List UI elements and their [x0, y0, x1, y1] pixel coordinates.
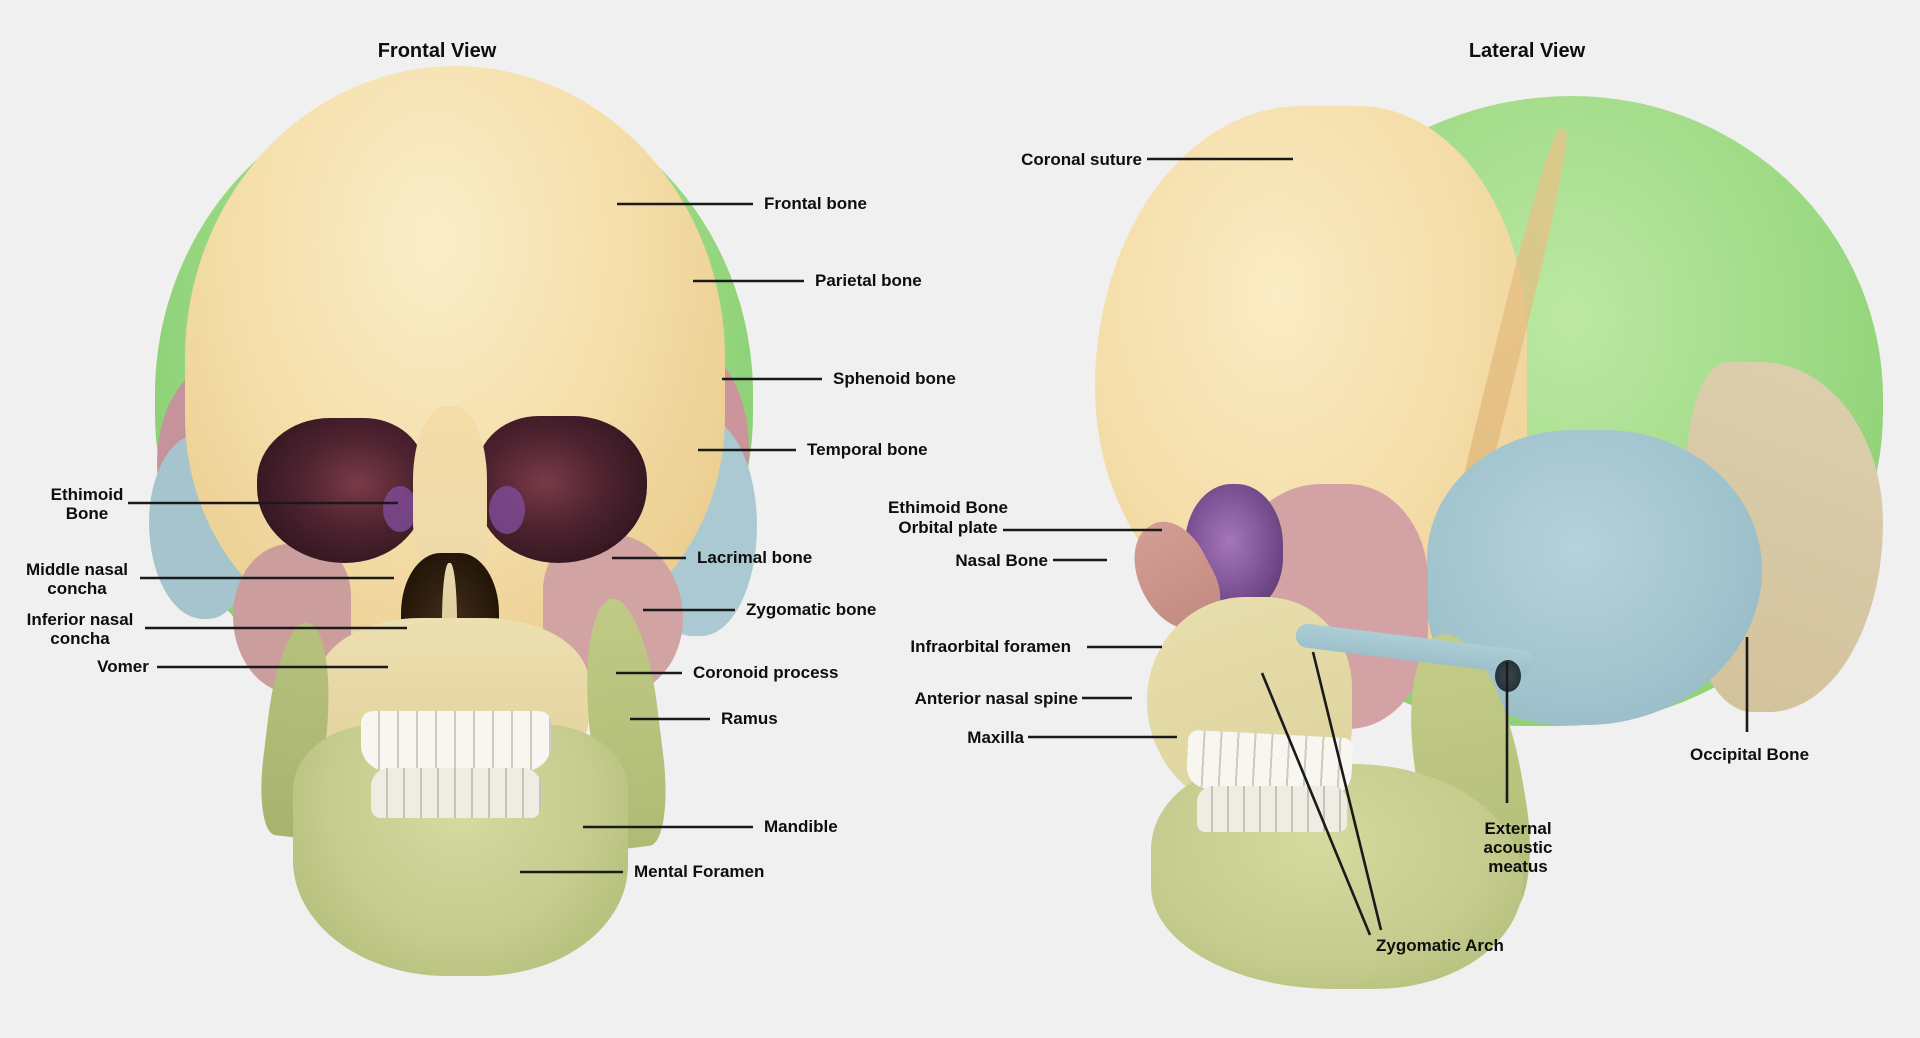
frontal-view-nasal-bridge — [413, 406, 487, 571]
label-ethimoid-bone: Ethimoid Bone — [50, 485, 124, 523]
label-ethimoid-bone-orbital-plate: Ethimoid Bone Orbital plate — [888, 498, 1008, 537]
label-anterior-nasal-spine: Anterior nasal spine — [914, 689, 1078, 708]
frontal-view-lower-teeth — [371, 768, 541, 818]
label-mental-foramen: Mental Foramen — [634, 862, 765, 881]
label-zygomatic-arch: Zygomatic Arch — [1376, 936, 1504, 955]
label-maxilla: Maxilla — [967, 728, 1024, 747]
frontal-view-ethmoid-purple-right — [489, 486, 525, 534]
label-inferior-nasal-concha: Inferior nasal concha — [26, 610, 134, 648]
label-occipital-bone: Occipital Bone — [1690, 745, 1810, 764]
label-parietal-bone: Parietal bone — [815, 271, 922, 290]
label-nasal-bone: Nasal Bone — [955, 551, 1048, 570]
label-zygomatic-bone: Zygomatic bone — [746, 600, 877, 619]
lateral-skull-illustration — [1095, 92, 1885, 989]
frontal-view-ethmoid-purple-left — [383, 486, 417, 532]
frontal-view-title: Frontal View — [377, 40, 497, 62]
label-frontal-bone: Frontal bone — [764, 194, 867, 213]
label-temporal-bone: Temporal bone — [807, 440, 928, 459]
lateral-view-title: Lateral View — [1468, 40, 1586, 62]
lateral-view-lower-teeth — [1197, 786, 1347, 832]
label-ramus: Ramus — [721, 709, 778, 728]
label-infraorbital-foramen: Infraorbital foramen — [910, 637, 1071, 656]
lateral-view-external-acoustic-meatus-opening — [1495, 660, 1521, 692]
label-sphenoid-bone: Sphenoid bone — [833, 369, 956, 388]
label-vomer: Vomer — [97, 657, 149, 676]
label-coronal-suture: Coronal suture — [1021, 150, 1142, 169]
label-mandible: Mandible — [764, 817, 838, 836]
label-middle-nasal-concha: Middle nasal concha — [25, 560, 129, 598]
label-lacrimal-bone: Lacrimal bone — [697, 548, 813, 567]
frontal-view-upper-teeth — [361, 711, 551, 771]
label-external-acoustic-meatus: External acoustic meatus — [1483, 819, 1553, 876]
label-coronoid-process: Coronoid process — [693, 663, 839, 682]
frontal-skull-illustration — [145, 66, 765, 981]
